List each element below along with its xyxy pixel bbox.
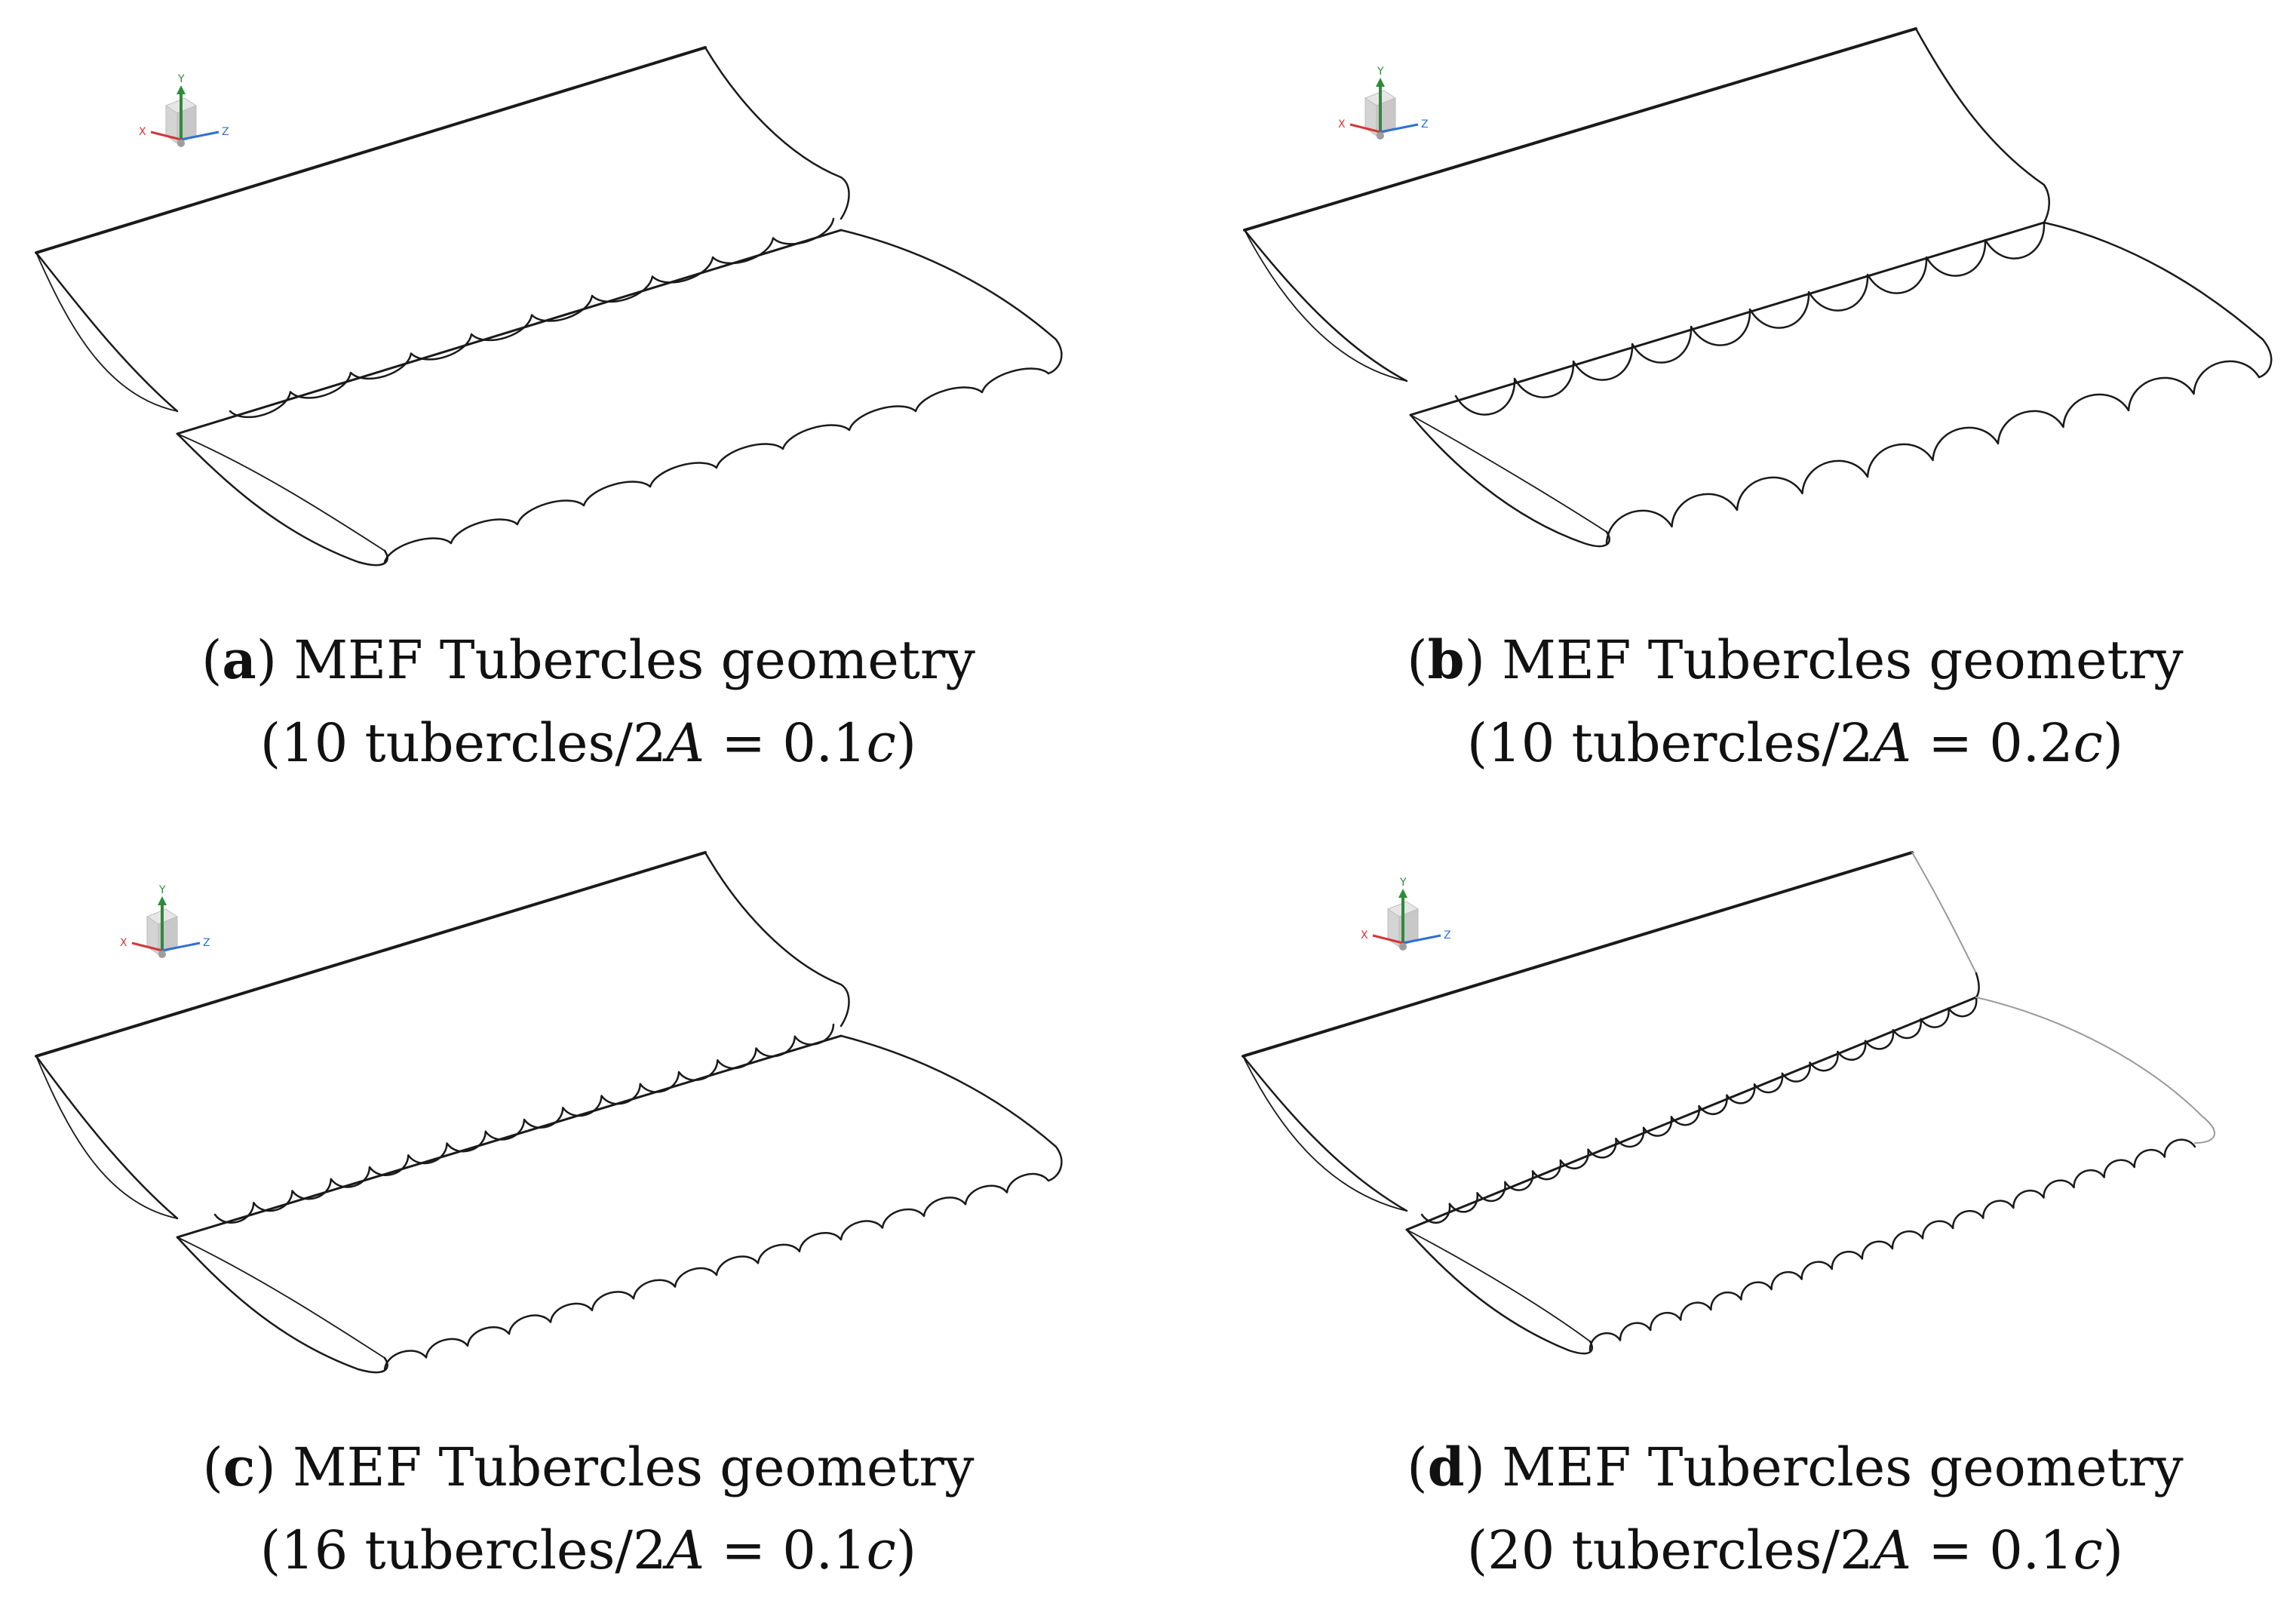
caption-title: MEF Tubercles geometry [1502,629,2184,691]
axis-label-y: Y [1377,66,1384,78]
caption-params: (20 tubercles/2 [1466,1519,1874,1581]
caption-params: (10 tubercles/2 [259,712,667,774]
axis-label-x: X [120,937,127,949]
bottom-scallops [1605,360,2261,545]
axis-label-y: Y [158,884,166,896]
panel-letter: b [1427,628,1465,691]
axis-label-z: Z [1421,118,1429,131]
caption-title: MEF Tubercles geometry [292,1436,975,1498]
panel-c: Y Z X (c) MEF Tubercles geometry (16 tub… [15,822,1162,1622]
top-scallops [229,217,835,419]
axis-triad-icon: Y Z X [120,884,210,958]
wing-geometry-b [1243,27,2273,548]
axis-label-y: Y [1399,877,1407,889]
caption-title: MEF Tubercles geometry [1502,1436,2184,1498]
axis-triad-icon: Y Z X [1338,66,1429,140]
top-scallops [213,1023,835,1224]
panel-letter: a [222,628,256,691]
wing-geometry-a [35,46,1063,567]
wing-geometry-d [1242,851,2215,1355]
axis-label-z: Z [1444,929,1451,942]
panel-a: Y Z X (a) MEF Tubercles geometry (10 tub… [15,15,1162,815]
axis-label-x: X [1338,118,1346,131]
top-scallops [1420,996,1978,1224]
top-scallops [1454,221,2046,416]
axis-triad-icon: Y Z X [139,73,229,147]
panel-b: Y Z X (b) MEF Tubercles geometry (10 tub… [1222,15,2296,815]
panel-d: Y Z X (d) MEF Tubercles geometry (20 tub… [1222,822,2296,1622]
bottom-scallops [1588,1138,2196,1352]
axis-label-z: Z [222,126,229,138]
caption-a: (a) MEF Tubercles geometry (10 tubercles… [201,628,975,774]
caption-c: (c) MEF Tubercles geometry (16 tubercles… [202,1436,975,1581]
axis-triad-icon: Y Z X [1361,877,1451,951]
wing-geometry-c [35,851,1063,1374]
axis-label-x: X [1361,929,1368,942]
bottom-scallops [383,367,1050,564]
axis-label-z: Z [203,937,210,949]
bottom-scallops [383,1172,1050,1371]
panel-letter: c [223,1436,256,1498]
panel-letter: d [1427,1436,1465,1498]
caption-title: MEF Tubercles geometry [293,629,975,691]
caption-b: (b) MEF Tubercles geometry (10 tubercles… [1407,628,2184,774]
axis-label-x: X [139,126,146,138]
caption-d: (d) MEF Tubercles geometry (20 tubercles… [1407,1436,2184,1581]
axis-label-y: Y [177,73,185,85]
caption-params: (10 tubercles/2 [1466,712,1874,774]
caption-params: (16 tubercles/2 [259,1519,667,1581]
